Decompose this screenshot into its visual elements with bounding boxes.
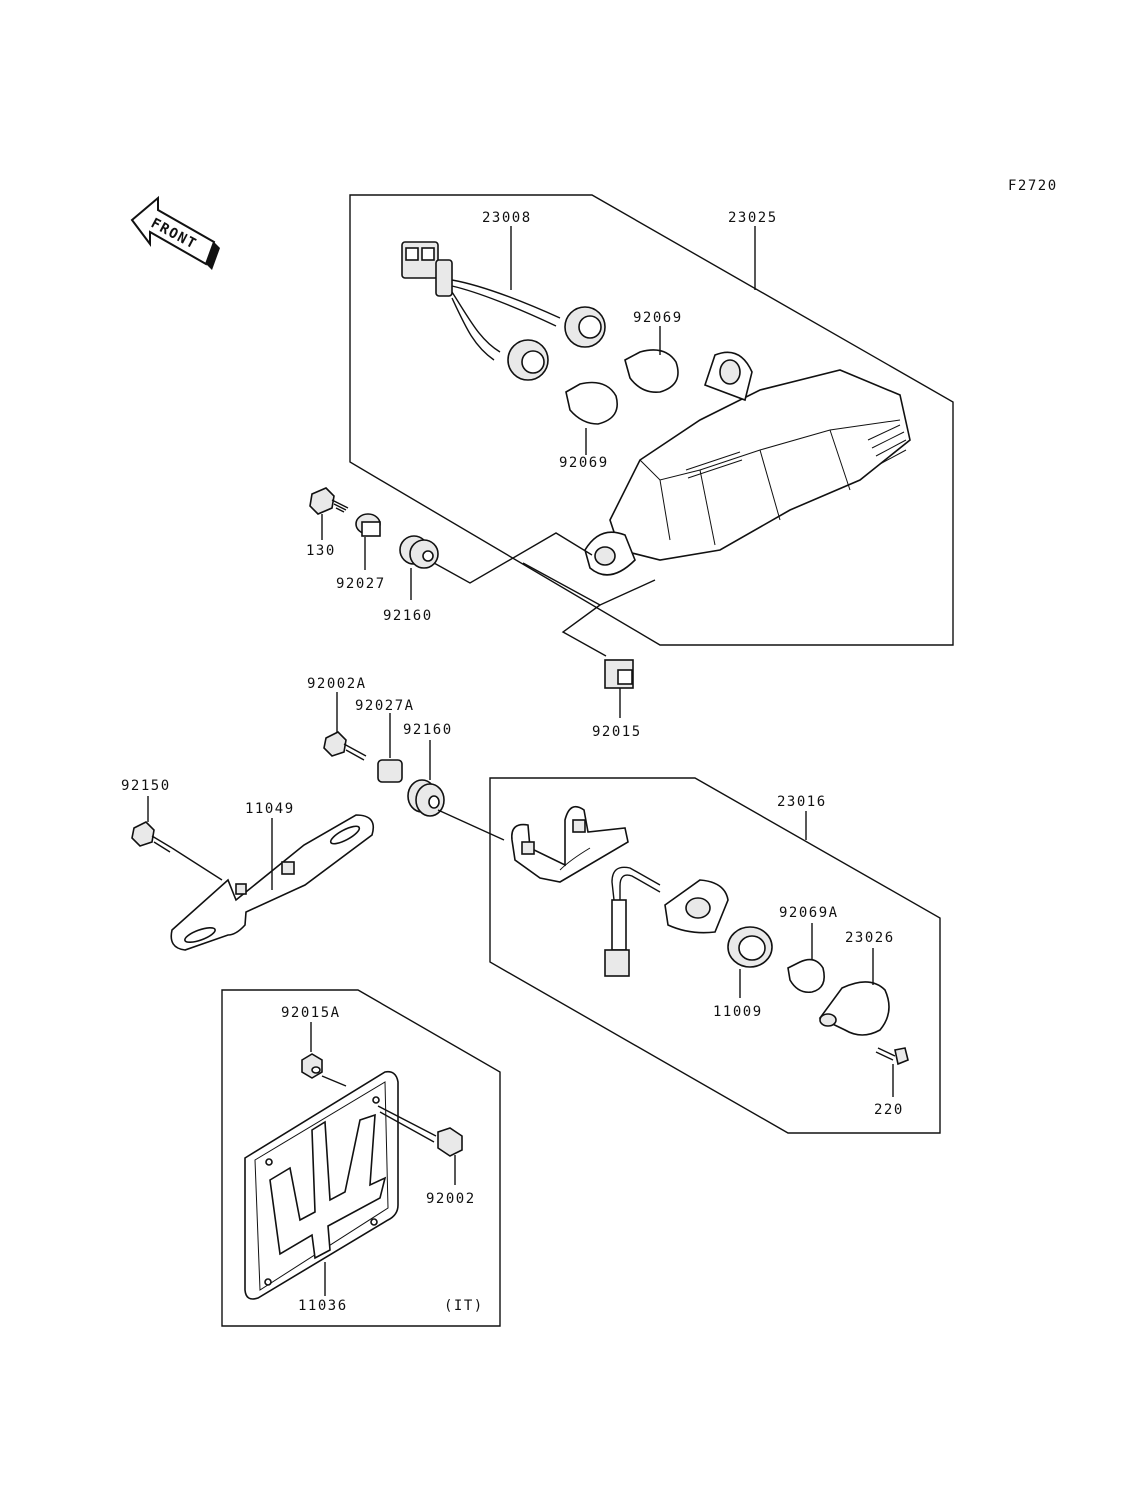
wiring-harness-23008 — [401, 241, 606, 381]
callout-92160-lower: 92160 — [403, 722, 453, 738]
group-outline-23016 — [489, 777, 941, 1134]
callout-23008: 23008 — [482, 210, 532, 226]
nut-92015 — [604, 659, 634, 689]
callout-92002: 92002 — [426, 1191, 476, 1207]
bulb-92069-upper — [624, 349, 679, 394]
gasket-11009 — [727, 926, 773, 968]
callout-92002A: 92002A — [307, 676, 367, 692]
grommet-92160-upper — [399, 535, 439, 569]
license-light-bracket — [511, 805, 629, 883]
callout-11036: 11036 — [298, 1298, 348, 1314]
bulb-92069A — [787, 958, 825, 994]
callout-23016: 23016 — [777, 794, 827, 810]
collar-92027 — [355, 513, 381, 537]
license-plate-bracket-11036 — [244, 1070, 399, 1300]
figure-code: F2720 — [1008, 178, 1058, 194]
callout-92069A: 92069A — [779, 905, 839, 921]
callout-92027: 92027 — [336, 576, 386, 592]
grommet-92160-lower — [407, 779, 445, 817]
callout-92150: 92150 — [121, 778, 171, 794]
tail-lamp-housing — [584, 351, 911, 576]
group-outline-23025 — [349, 194, 954, 646]
bolt-130 — [309, 487, 349, 515]
callout-11009: 11009 — [713, 1004, 763, 1020]
leader-lines — [147, 226, 894, 1296]
lens-23026 — [818, 981, 890, 1036]
region-note: (IT) — [444, 1298, 484, 1314]
callout-92160-upper: 92160 — [383, 608, 433, 624]
callout-92069-upper: 92069 — [633, 310, 683, 326]
callout-23025: 23025 — [728, 210, 778, 226]
screw-220 — [875, 1047, 909, 1066]
bolt-92002 — [377, 1105, 463, 1157]
callout-220: 220 — [874, 1102, 904, 1118]
front-arrow-icon: FRONT — [130, 195, 220, 270]
callout-92015: 92015 — [592, 724, 642, 740]
callout-92027A: 92027A — [355, 698, 415, 714]
callout-11049: 11049 — [245, 801, 295, 817]
group-outline-it — [221, 989, 501, 1327]
bulb-92069-lower — [565, 381, 618, 425]
bolt-92002A — [323, 731, 367, 761]
callout-130: 130 — [306, 543, 336, 559]
bolt-92150 — [131, 821, 173, 853]
socket-assembly — [604, 866, 729, 977]
nut-92015A — [301, 1053, 323, 1079]
collar-92027A — [377, 759, 403, 783]
callout-92015A: 92015A — [281, 1005, 341, 1021]
callout-23026: 23026 — [845, 930, 895, 946]
callout-92069-lower: 92069 — [559, 455, 609, 471]
